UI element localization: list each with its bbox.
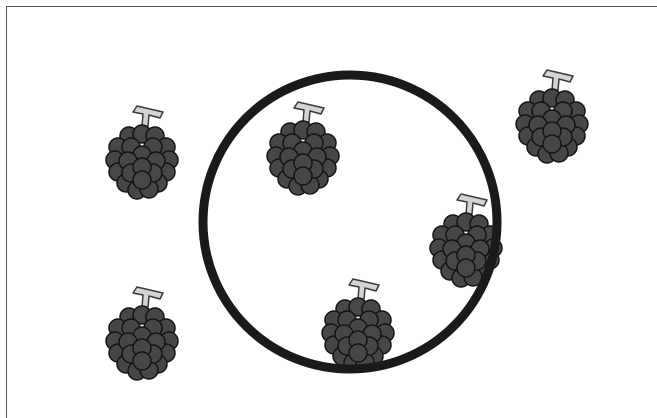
figure-canvas	[0, 0, 657, 418]
background	[0, 0, 657, 418]
figure	[0, 0, 657, 418]
